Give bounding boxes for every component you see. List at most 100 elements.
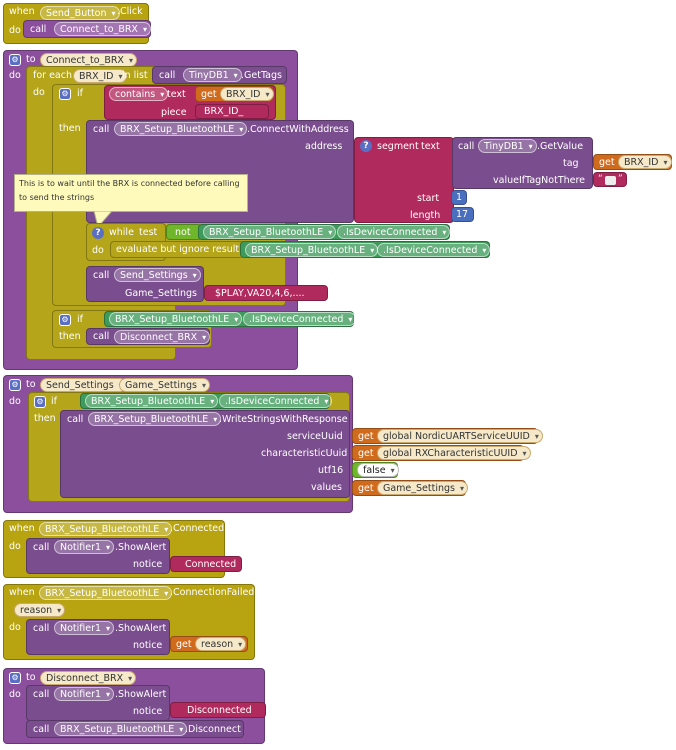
call-keyword: call — [33, 724, 50, 735]
call-connect-to-brx-block[interactable]: call Connect_to_BRX — [23, 20, 151, 38]
show-alert-call[interactable]: call Notifier1 .ShowAlert notice — [26, 685, 170, 721]
write-strings-call[interactable]: call BRX_Setup_BluetoothLE .WriteStrings… — [60, 410, 350, 498]
is-device-connected-getter[interactable]: BRX_Setup_BluetoothLE .IsDeviceConnected — [240, 241, 491, 258]
get-game-settings[interactable]: get Game_Settings — [352, 480, 468, 496]
get-keyword: get — [358, 483, 374, 494]
evaluate-ignore-block[interactable]: evaluate but ignore result — [110, 241, 244, 258]
disconnected-text[interactable]: Disconnected — [170, 702, 266, 718]
var-dropdown[interactable]: Game_Settings — [377, 481, 468, 495]
gear-icon[interactable]: ⚙ — [9, 54, 21, 66]
false-block[interactable]: false — [352, 462, 399, 478]
var-dropdown[interactable]: BRX_ID — [220, 87, 274, 101]
notifier-dropdown[interactable]: Notifier1 — [54, 540, 115, 554]
tinydb-dropdown[interactable]: TinyDB1 — [478, 139, 537, 153]
tinydb-dropdown[interactable]: TinyDB1 — [183, 68, 242, 82]
var-dropdown[interactable]: global RXCharacteristicUUID — [377, 446, 531, 460]
is-device-connected-getter[interactable]: BRX_Setup_BluetoothLE .IsDeviceConnected — [198, 224, 451, 240]
ble-dropdown[interactable]: BRX_Setup_BluetoothLE — [245, 243, 379, 257]
var-dropdown[interactable]: BRX_ID — [618, 155, 672, 169]
show-alert-call[interactable]: call Notifier1 .ShowAlert notice — [26, 619, 170, 655]
number-value[interactable]: 1 — [456, 192, 463, 203]
gear-icon[interactable]: ⚙ — [59, 88, 71, 100]
event-name: .ConnectionFailed — [170, 587, 255, 598]
not-block[interactable]: not — [166, 224, 202, 240]
var-dropdown[interactable]: global NordicUARTServiceUUID — [377, 429, 543, 443]
property-dropdown[interactable]: .IsDeviceConnected — [377, 243, 491, 257]
connected-text[interactable]: Connected — [170, 556, 242, 572]
component-dropdown[interactable]: BRX_Setup_BluetoothLE — [39, 586, 173, 600]
parameter-field[interactable]: Game_Settings — [119, 378, 210, 392]
get-reason-block[interactable]: get reason — [170, 636, 248, 652]
empty-text-field[interactable] — [605, 176, 616, 185]
text-literal[interactable]: Disconnected — [187, 705, 252, 716]
text-label: text — [421, 141, 440, 152]
ble-dropdown[interactable]: BRX_Setup_BluetoothLE — [114, 122, 248, 136]
do-keyword: do — [9, 70, 21, 81]
call-send-settings-block[interactable]: call Send_Settings Game_Settings — [86, 266, 204, 302]
call-keyword: call — [93, 270, 110, 281]
get-brx-id-block[interactable]: get BRX_ID — [195, 86, 274, 102]
get-tags-call[interactable]: call TinyDB1 .GetTags — [152, 66, 287, 84]
ble-dropdown[interactable]: BRX_Setup_BluetoothLE — [88, 412, 222, 426]
get-value-call[interactable]: call TinyDB1 .GetValue tag valueIfTagNot… — [452, 137, 593, 189]
contains-dropdown[interactable]: contains — [109, 87, 169, 101]
parameter-reason[interactable]: reason — [14, 603, 66, 617]
is-device-connected-getter[interactable]: BRX_Setup_BluetoothLE .IsDeviceConnected — [80, 393, 333, 409]
gear-icon[interactable]: ⚙ — [9, 379, 21, 391]
text-literal[interactable]: $PLAY,VA20,4,6,.... — [215, 288, 305, 299]
disconnect-call[interactable]: call BRX_Setup_BluetoothLE .Disconnect — [26, 720, 244, 738]
get-keyword: get — [201, 89, 217, 100]
help-icon[interactable]: ? — [360, 140, 372, 152]
text-literal[interactable]: BRX_ID_ — [204, 106, 244, 117]
show-alert-call[interactable]: call Notifier1 .ShowAlert notice — [26, 538, 170, 574]
method-name: .GetValue — [537, 141, 584, 152]
loop-var-field[interactable]: BRX_ID — [73, 69, 127, 83]
notifier-dropdown[interactable]: Notifier1 — [54, 687, 115, 701]
ble-dropdown[interactable]: BRX_Setup_BluetoothLE — [203, 225, 337, 239]
property-dropdown[interactable]: .IsDeviceConnected — [337, 225, 451, 239]
gear-icon[interactable]: ⚙ — [9, 672, 21, 684]
procedure-name-field[interactable]: Disconnect_BRX — [40, 671, 137, 685]
help-icon[interactable]: ? — [92, 227, 104, 239]
procedure-name-field[interactable]: Connect_to_BRX — [40, 53, 137, 67]
gear-icon[interactable]: ⚙ — [34, 396, 46, 408]
property-dropdown[interactable]: .IsDeviceConnected — [243, 312, 357, 326]
procedure-dropdown[interactable]: Send_Settings — [114, 268, 201, 282]
game-settings-label: Game_Settings — [125, 288, 197, 299]
text-literal-brx-id[interactable]: BRX_ID_ — [195, 104, 269, 119]
if-keyword: if — [77, 314, 83, 325]
call-disconnect-brx-block[interactable]: call Disconnect_BRX — [86, 328, 211, 345]
value-if-label: valueIfTagNotThere — [493, 175, 586, 186]
get-characteristic-uuid[interactable]: get global RXCharacteristicUUID — [352, 445, 531, 461]
boolean-dropdown[interactable]: false — [357, 463, 399, 477]
get-keyword: get — [358, 431, 374, 442]
number-value[interactable]: 17 — [456, 209, 469, 220]
procedure-dropdown[interactable]: Connect_to_BRX — [54, 22, 151, 36]
game-settings-text[interactable]: $PLAY,VA20,4,6,.... — [204, 285, 328, 301]
do-keyword: do — [9, 396, 21, 407]
number-start[interactable]: 1 — [451, 190, 467, 205]
procedure-name-field[interactable]: Send_Settings — [40, 378, 127, 392]
ble-dropdown[interactable]: BRX_Setup_BluetoothLE — [85, 394, 219, 408]
text-literal[interactable]: Connected — [185, 559, 237, 570]
get-service-uuid[interactable]: get global NordicUARTServiceUUID — [352, 428, 543, 444]
procedure-dropdown[interactable]: Disconnect_BRX — [114, 330, 211, 344]
ble-dropdown[interactable]: BRX_Setup_BluetoothLE — [109, 312, 243, 326]
gear-icon[interactable]: ⚙ — [59, 314, 71, 326]
number-length[interactable]: 17 — [451, 207, 474, 222]
call-keyword: call — [159, 70, 176, 81]
call-keyword: call — [33, 689, 50, 700]
comment-bubble[interactable]: This is to wait until the BRX is connect… — [14, 174, 248, 212]
is-device-connected-getter[interactable]: BRX_Setup_BluetoothLE .IsDeviceConnected — [104, 311, 357, 327]
var-dropdown[interactable]: reason — [195, 637, 247, 651]
property-dropdown[interactable]: .IsDeviceConnected — [219, 394, 333, 408]
component-dropdown[interactable]: Send_Button — [40, 6, 120, 20]
to-keyword: to — [26, 54, 36, 65]
ble-dropdown[interactable]: BRX_Setup_BluetoothLE — [54, 722, 188, 736]
method-name: .WriteStringsWithResponse — [219, 414, 348, 425]
component-dropdown[interactable]: BRX_Setup_BluetoothLE — [39, 522, 173, 536]
segment-text-block[interactable]: ? segment text start length — [354, 137, 454, 223]
get-brx-id-block[interactable]: get BRX_ID — [593, 154, 672, 170]
notifier-dropdown[interactable]: Notifier1 — [54, 621, 115, 635]
empty-text-block[interactable]: “ ” — [593, 172, 627, 187]
